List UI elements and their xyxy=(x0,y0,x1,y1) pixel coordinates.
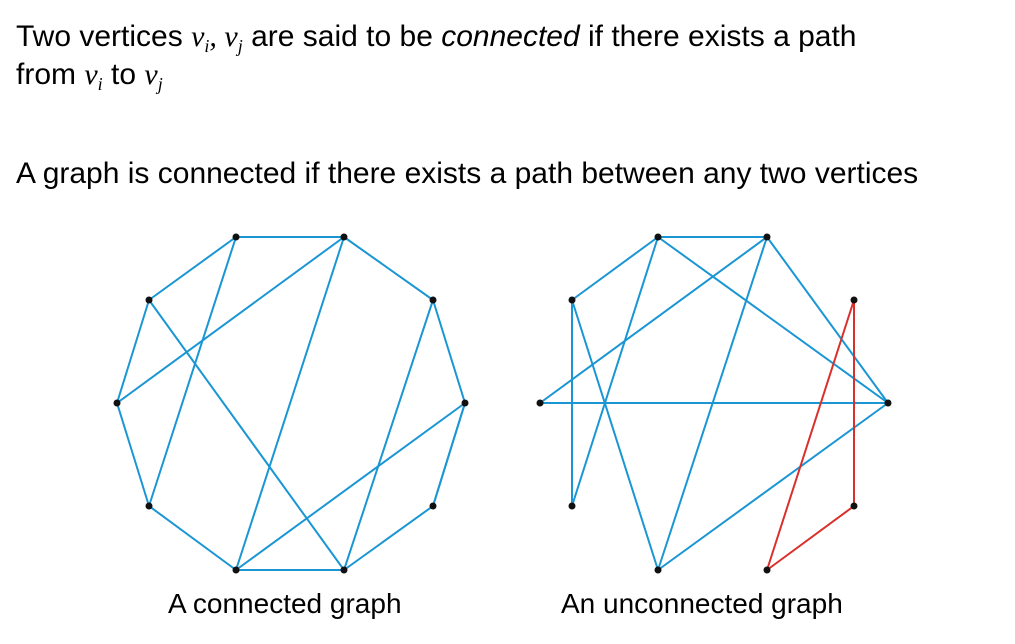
graph-vertex xyxy=(145,296,153,304)
graph-edge xyxy=(657,236,889,404)
graph-vertex xyxy=(429,296,437,304)
graph-vertex xyxy=(763,566,771,574)
connected-term: connected xyxy=(441,20,580,53)
graph-vertex xyxy=(536,399,544,407)
vj-symbol: v xyxy=(144,58,158,91)
definition-text: if there exists a path xyxy=(579,20,857,53)
graph-edge xyxy=(571,236,659,301)
graph-edge xyxy=(571,236,659,507)
graph-edge xyxy=(148,236,237,301)
graph-edge xyxy=(343,299,434,571)
graph-vertex xyxy=(113,399,121,407)
vj-symbol: v xyxy=(224,20,238,53)
graph-vertex xyxy=(850,502,858,510)
graph-edge xyxy=(235,236,345,571)
vi-symbol: v xyxy=(191,20,205,53)
graph-edge xyxy=(343,236,434,301)
graph-vertex xyxy=(340,566,348,574)
graph-edge xyxy=(571,299,659,571)
highlighted-edge xyxy=(766,299,855,571)
graph-vertex xyxy=(232,233,240,241)
highlighted-edge xyxy=(766,505,855,571)
graph-edge xyxy=(539,236,768,404)
graph-edge xyxy=(766,236,889,404)
graph-vertex xyxy=(429,502,437,510)
definition-text: to xyxy=(102,58,145,91)
graph-edge xyxy=(148,236,237,507)
graph-edge xyxy=(148,299,345,571)
graph-edge xyxy=(116,236,345,404)
graph-edge xyxy=(432,299,466,404)
graph-edge xyxy=(343,505,434,571)
graph-vertex xyxy=(340,233,348,241)
graph-edge xyxy=(116,299,150,404)
vertex-vj: vj xyxy=(144,58,163,94)
graph-edge xyxy=(116,402,150,507)
graph-vertex xyxy=(884,399,892,407)
vertex-vi: vi xyxy=(191,20,210,56)
definition-text: Two vertices xyxy=(16,20,192,53)
vertex-vj: vj xyxy=(224,20,243,56)
definition-text: are said to be xyxy=(242,20,442,53)
connected-graph-statement: A graph is connected if there exists a p… xyxy=(16,157,919,190)
vertex-vi: vi xyxy=(84,58,103,94)
graph-edge xyxy=(432,402,466,507)
comma: , xyxy=(209,20,225,53)
graph-vertex xyxy=(568,502,576,510)
graph-edge xyxy=(148,505,237,571)
definition-line-1: Two vertices vi, vj are said to be conne… xyxy=(16,18,856,56)
vi-subscript: i xyxy=(97,74,103,94)
graph-vertex xyxy=(654,233,662,241)
vi-symbol: v xyxy=(84,58,98,91)
graph-vertex xyxy=(568,296,576,304)
unconnected-graph xyxy=(536,233,892,574)
graph-vertex xyxy=(232,566,240,574)
connected-graph-caption: A connected graph xyxy=(168,588,402,619)
graph-edge xyxy=(235,402,466,571)
vj-subscript: j xyxy=(237,36,243,56)
graph-vertex xyxy=(654,566,662,574)
graph-vertex xyxy=(850,296,858,304)
graph-vertex xyxy=(763,233,771,241)
definition-line-2: from vi to vj xyxy=(16,56,856,94)
connected-graph xyxy=(113,233,469,574)
definition-text: from xyxy=(16,58,85,91)
graph-edge xyxy=(657,236,768,571)
unconnected-graph-caption: An unconnected graph xyxy=(561,588,843,619)
graph-vertex xyxy=(461,399,469,407)
vj-subscript: j xyxy=(157,74,163,94)
graph-vertex xyxy=(145,502,153,510)
vi-subscript: i xyxy=(204,36,210,56)
graph-edge xyxy=(657,402,889,571)
connected-vertices-definition: Two vertices vi, vj are said to be conne… xyxy=(16,18,856,94)
